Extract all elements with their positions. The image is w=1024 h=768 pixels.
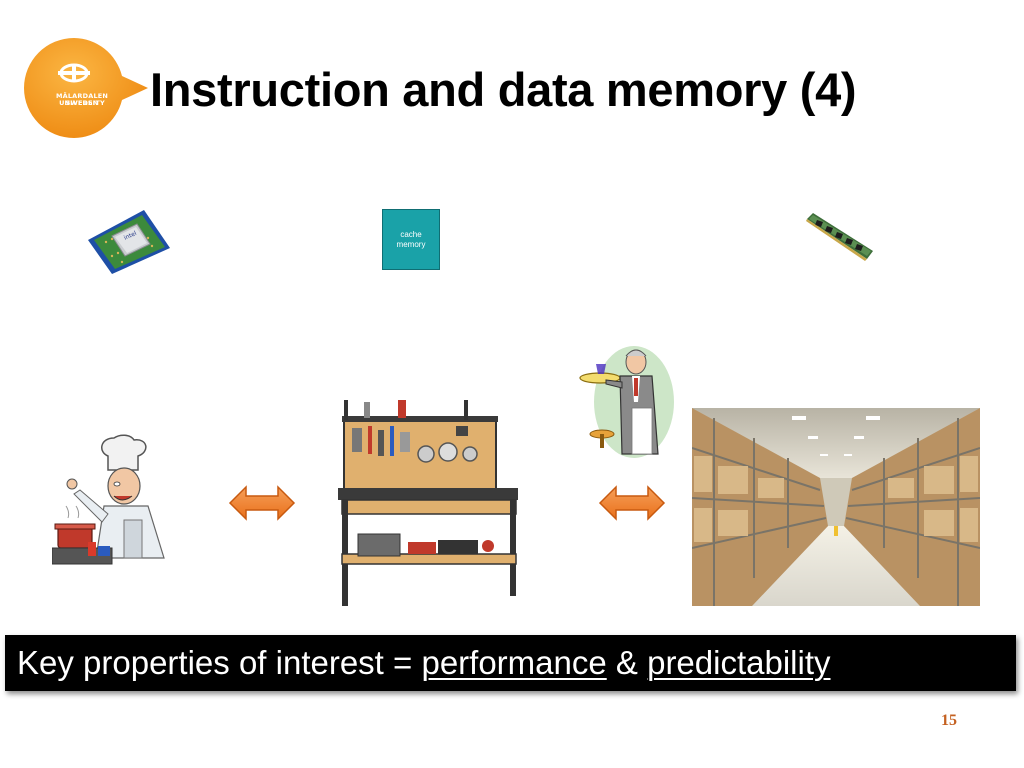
waiter-icon: [578, 342, 676, 460]
double-arrow-icon: [598, 485, 666, 521]
banner-connector: &: [607, 644, 647, 681]
cache-memory-box: cache memory: [382, 209, 440, 270]
university-logo: MÄLARDALEN UNIVERSITY SWEDEN: [24, 38, 150, 138]
logo-text-line2: SWEDEN: [32, 100, 132, 107]
banner-prefix: Key properties of interest =: [17, 644, 421, 681]
key-properties-banner: Key properties of interest = performance…: [5, 635, 1016, 691]
workbench-icon: [338, 396, 526, 608]
warehouse-icon: [692, 408, 980, 606]
chef-cooking-icon: [52, 434, 180, 566]
banner-term-performance: performance: [421, 644, 606, 681]
ram-module-icon: [803, 211, 875, 263]
cache-label-line2: memory: [383, 240, 439, 250]
double-arrow-icon: [228, 485, 296, 521]
slide-title: Instruction and data memory (4): [150, 62, 856, 117]
banner-term-predictability: predictability: [647, 644, 830, 681]
page-number: 15: [941, 712, 957, 730]
logo-badge-icon: [24, 38, 150, 138]
cpu-chip-icon: intel: [82, 206, 172, 276]
cache-label-line1: cache: [383, 230, 439, 240]
